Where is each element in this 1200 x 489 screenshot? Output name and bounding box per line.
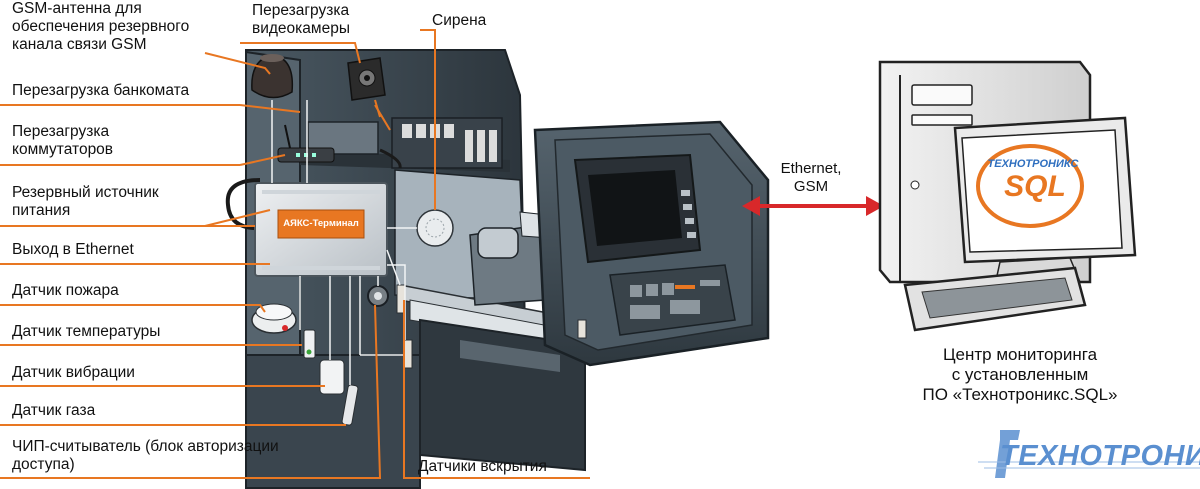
siren — [416, 209, 454, 247]
leader-lines — [0, 29, 590, 479]
brand-wordmark: ТЕХНОТРОНИКС — [1000, 440, 1200, 472]
brand-logo-mark — [978, 430, 1200, 478]
label-camera-reboot: Перезагрузка видеокамеры — [252, 2, 350, 37]
label-siren: Сирена — [432, 12, 487, 29]
pc-monitor — [953, 116, 1137, 286]
label-gsm-antenna: GSM-антенна для обеспечения резервного к… — [12, 0, 190, 53]
label-gas-sensor: Датчик газа — [12, 402, 96, 419]
chip-reader — [367, 285, 389, 307]
label-chip-reader: ЧИП-считыватель (блок авторизации доступ… — [12, 438, 279, 473]
atm-front-door — [533, 120, 770, 367]
label-vibration-sensor: Датчик вибрации — [12, 364, 135, 381]
gas-sensor — [341, 384, 359, 426]
device-label: АЯКС-Терминал — [283, 218, 359, 229]
video-camera — [347, 57, 386, 101]
monitoring-center-label: Центр мониторинга с установленным ПО «Те… — [922, 345, 1118, 404]
vibration-sensor — [319, 359, 345, 395]
network-switch — [277, 124, 335, 163]
ayaks-terminal-box — [254, 182, 388, 277]
fire-sensor — [251, 303, 297, 334]
link-label: Ethernet, GSM — [780, 160, 842, 195]
atm-cabinet — [245, 49, 586, 489]
monitor-logo-bottom: SQL — [1004, 170, 1066, 203]
label-opening-sensors: Датчики вскрытия — [418, 458, 547, 475]
monitor-logo-top: ТЕХНОТРОНИКС — [987, 158, 1079, 170]
label-backup-power: Резервный источник питания — [12, 184, 159, 219]
label-fire-sensor: Датчик пожара — [12, 282, 119, 299]
label-atm-reboot: Перезагрузка банкомата — [12, 82, 190, 99]
temperature-sensor — [303, 329, 316, 359]
ethernet-gsm-arrow — [742, 196, 884, 216]
label-switch-reboot: Перезагрузка коммутаторов — [12, 123, 114, 158]
label-temp-sensor: Датчик температуры — [12, 323, 161, 340]
pc-keyboard — [903, 266, 1087, 332]
label-ethernet-out: Выход в Ethernet — [12, 241, 134, 258]
